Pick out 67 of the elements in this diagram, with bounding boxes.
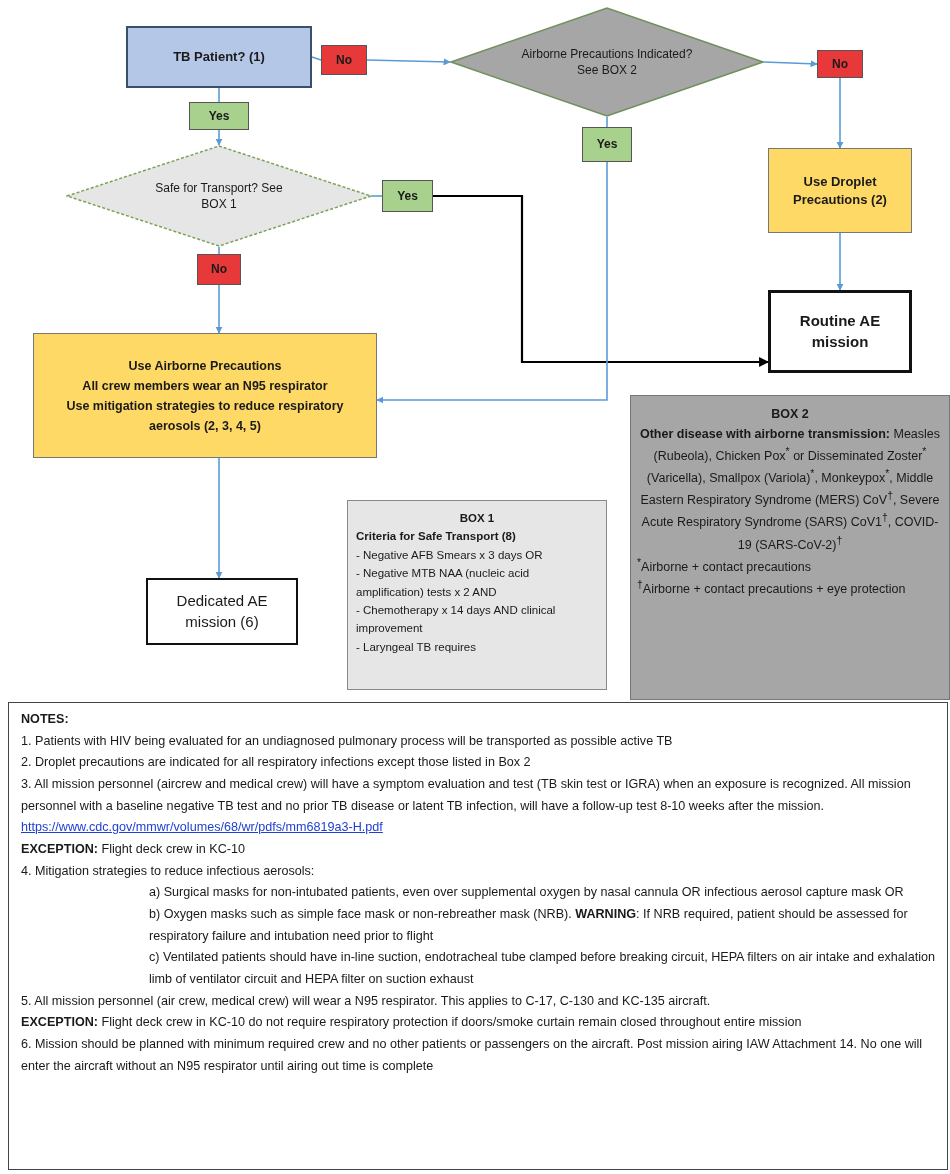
process-box: [768, 148, 912, 233]
box-label: No: [831, 55, 849, 73]
decision-label: Airborne Precautions Indicated? See BOX 2: [520, 45, 694, 79]
arrow: [215, 284, 223, 334]
note-text: 1. Patients with HIV being evaluated for an undiagnosed pulmonary process will be transported as possible active TB: [21, 732, 674, 750]
box-text: - Negative AFB Smears x 3 days OR: [356, 547, 544, 563]
box-label: Use Droplet Precautions (2): [792, 172, 888, 209]
notes-heading: NOTES:: [21, 711, 70, 728]
box-label: Yes: [207, 107, 231, 125]
box-text: - Laryngeal TB requires: [356, 639, 477, 655]
note-text: EXCEPTION: Flight deck crew in KC-10 do not require respiratory protection if doors/smoke curtain remain closed throughout entire mission: [21, 1014, 803, 1032]
box-heading: BOX 2: [770, 406, 810, 423]
no-tag: [817, 50, 863, 78]
note-text: c) Ventilated patients should have in-line suction, endotracheal tube clamped before breaking circuit, HEPA filters on air intake and exhalation limb of ventilator circuit and HEPA filter on suction exhaust: [149, 949, 935, 988]
yes-tag: [382, 180, 433, 212]
decision-box: [126, 26, 312, 88]
box-label: Yes: [396, 187, 419, 205]
arrow: [376, 161, 608, 404]
terminal-box: [146, 578, 298, 645]
arrow: [836, 232, 844, 291]
box-heading: Use Airborne Precautions: [127, 357, 283, 375]
info-panel: [630, 395, 950, 700]
box-label: Yes: [595, 136, 619, 153]
arrow: [763, 60, 818, 68]
connector-line: [371, 195, 383, 197]
note-text: EXCEPTION: Flight deck crew in KC-10: [21, 840, 246, 858]
arrow: [836, 77, 844, 149]
no-tag: [321, 45, 367, 75]
arrow: [215, 129, 223, 146]
note-text: a) Surgical masks for non-intubated patients, even over supplemental oxygen by nasal cannula OR infectious aerosol capture mask OR: [149, 884, 905, 902]
note-text: 6. Mission should be planned with minimum required crew and no other patients or passengers on the aircraft. Post mission airing IAW Attachment 14. No one will enter the aircraft without an N95 respirator until airing out time is complete: [21, 1035, 924, 1075]
notes-panel: [8, 702, 948, 1170]
arrow: [215, 457, 223, 579]
box-text: All crew members wear an N95 respirator: [81, 377, 329, 395]
connector-line: [311, 56, 322, 61]
box-text: Criteria for Safe Transport (8): [356, 529, 517, 545]
terminal-box: [768, 290, 912, 373]
yes-tag: [582, 127, 632, 162]
box-heading: BOX 1: [458, 511, 496, 526]
decision-label: Safe for Transport? See BOX 1: [154, 179, 284, 213]
note-text: 5. All mission personnel (air crew, medical crew) will wear a N95 respirator. This applies to C-17, C-130 and KC-135 aircraft.: [21, 992, 712, 1010]
decision-diamond: [66, 145, 372, 247]
decision-diamond: [450, 7, 764, 117]
link: https://www.cdc.gov/mmwr/volumes/68/wr/pdfs/mm6819a3-H.pdf: [21, 820, 383, 835]
note-text: 4. Mitigation strategies to reduce infectious aerosols:: [21, 862, 316, 880]
connector-line: [218, 246, 220, 255]
box-label: No: [335, 51, 353, 69]
box-text: Other disease with airborne transmission: Measles (Rubeola), Chicken Pox$^{*}$ or Disseminated Zoster$^{*}$ (Varicella), Smallpox (Variola)$^{*}$, Monkeypox$^{*}$, Middle Eastern Respiratory Syndrome (MERS) CoV$^{†}$, Severe Acute Respiratory Syndrome (SARS) CoV1$^{†}$, COVID-19 (SARS-CoV-2)$^{†}$: [638, 426, 942, 554]
connector-line: [606, 116, 608, 128]
box-label: Dedicated AE mission (6): [175, 591, 269, 632]
box-text: - Chemotherapy x 14 days AND clinical improvement: [356, 602, 557, 637]
box-text: - Negative MTB NAA (nucleic acid amplification) tests x 2 AND: [356, 566, 531, 600]
info-panel: [347, 500, 607, 690]
note-text: 3. All mission personnel (aircrew and medical crew) will have a symptom evaluation and test (TB skin test or IGRA) when an exposure is recognized. All mission personnel with a baseline negative TB test and no prior TB disease or latent TB infection, will have a follow-up test 8-10 weeks after the mission.: [21, 776, 911, 813]
arrow: [433, 194, 769, 367]
yes-tag: [189, 102, 249, 130]
box-text: Use mitigation strategies to reduce respiratory aerosols (2, 3, 4, 5): [65, 397, 345, 435]
arrow: [366, 58, 451, 66]
box-label: No: [210, 261, 228, 278]
note-text: 2. Droplet precautions are indicated for all respiratory infections except those listed in Box 2: [21, 754, 532, 772]
box-text: $^{†}$Airborne + contact precautions + eye protection: [637, 577, 907, 599]
box-label: TB Patient? (1): [172, 48, 266, 66]
no-tag: [197, 254, 241, 285]
process-box: [33, 333, 377, 458]
box-text: $^{*}$Airborne + contact precautions: [637, 555, 812, 576]
box-label: Routine AE mission: [798, 311, 882, 352]
connector-line: [218, 87, 220, 103]
